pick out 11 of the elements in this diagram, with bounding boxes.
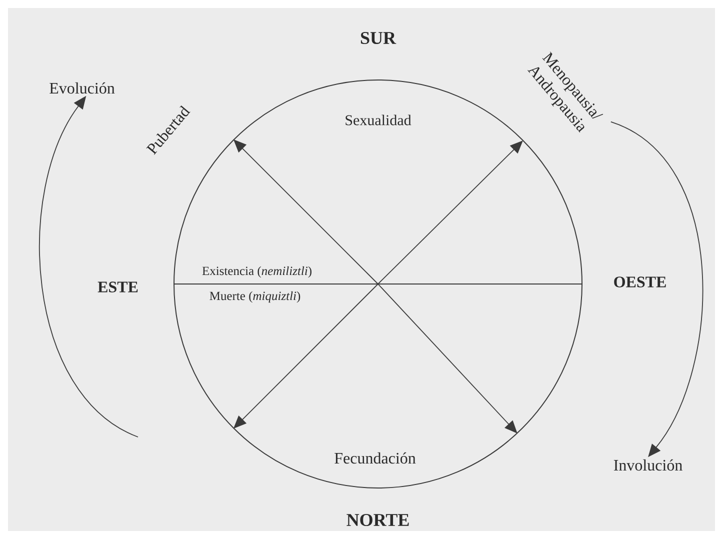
direction-label: NORTE: [346, 514, 409, 526]
cycle-label: Involución: [614, 459, 682, 471]
cycle-label: Evolución: [50, 82, 115, 94]
direction-label: SUR: [360, 32, 396, 44]
stage-label: Sexualidad: [346, 114, 412, 126]
state-label: Existencia (nemiliztli): [202, 266, 312, 278]
direction-label: OESTE: [614, 276, 666, 288]
direction-label: ESTE: [98, 282, 138, 292]
arrow: [378, 140, 523, 284]
state-label: Muerte (miquiztli): [210, 291, 300, 303]
stage-label: Fecundación: [334, 452, 416, 464]
